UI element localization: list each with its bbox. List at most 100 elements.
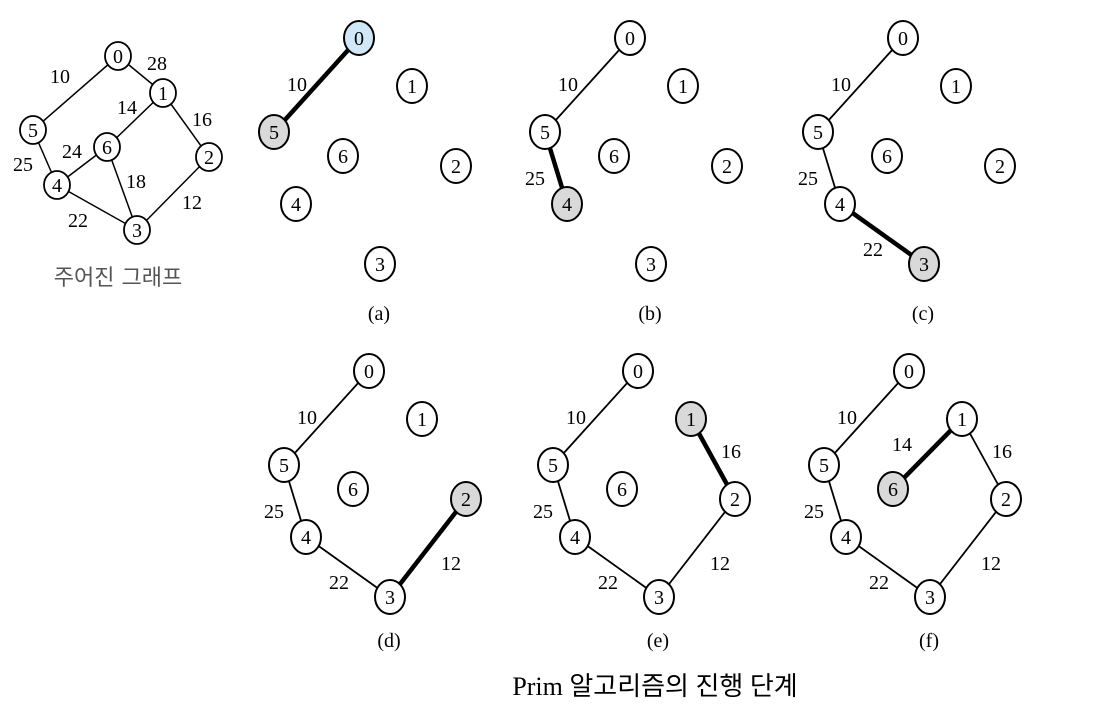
given-node-label-6: 6: [102, 137, 112, 159]
given-edge-weight-6-4: 24: [62, 141, 82, 163]
mst-edge-weight-0-5: 10: [297, 407, 317, 429]
mst-edge-4-3: [305, 536, 391, 598]
mst-edge-weight-3-2: 12: [981, 553, 1001, 575]
given-node-label-4: 4: [52, 175, 62, 197]
step-node-4: [551, 186, 583, 222]
mst-edge-weight-3-2: 12: [441, 553, 461, 575]
step-node-label-5: 5: [819, 455, 829, 477]
step-caption: (e): [647, 630, 669, 652]
step-node-5: [529, 114, 561, 150]
step-node-label-3: 3: [925, 587, 935, 609]
mst-edge-0-5: [272, 36, 361, 134]
step-node-label-4: 4: [562, 194, 572, 216]
step-node-label-6: 6: [888, 479, 898, 501]
given-node-4: [43, 170, 71, 200]
step-node-2: [440, 148, 472, 184]
step-node-1: [946, 401, 978, 437]
mst-edge-4-3: [845, 536, 931, 598]
given-edge-weight-0-1: 28: [147, 53, 167, 75]
given-edge-0-5: [32, 55, 119, 131]
given-edge-weight-0-5: 10: [50, 66, 70, 88]
given-node-label-1: 1: [158, 83, 168, 105]
mst-edge-3-2: [388, 497, 468, 599]
step-caption: (c): [912, 303, 934, 325]
given-edge-weight-1-6: 14: [117, 97, 137, 119]
step-node-3: [643, 579, 675, 615]
step-node-1: [675, 401, 707, 437]
mst-edge-weight-2-1: 16: [721, 441, 741, 463]
step-node-4: [824, 186, 856, 222]
step-node-label-3: 3: [919, 254, 929, 276]
mst-edge-weight-5-4: 25: [525, 168, 545, 190]
step-node-label-2: 2: [1001, 489, 1011, 511]
step-node-label-0: 0: [354, 28, 364, 50]
step-node-label-1: 1: [417, 409, 427, 431]
mst-edge-weight-5-4: 25: [533, 501, 553, 523]
step-node-1: [940, 68, 972, 104]
step-node-label-0: 0: [904, 361, 914, 383]
step-node-5: [537, 447, 569, 483]
given-edge-weight-6-3: 18: [126, 171, 146, 193]
step-node-5: [808, 447, 840, 483]
step-node-6: [877, 471, 909, 507]
step-node-label-2: 2: [722, 156, 732, 178]
step-node-label-5: 5: [269, 122, 279, 144]
step-node-2: [984, 148, 1016, 184]
step-node-4: [280, 186, 312, 222]
step-node-label-6: 6: [609, 146, 619, 168]
mst-edge-weight-4-3: 22: [869, 572, 889, 594]
step-node-label-4: 4: [841, 527, 851, 549]
step-caption: (b): [638, 303, 661, 325]
step-node-label-4: 4: [301, 527, 311, 549]
step-node-label-1: 1: [957, 409, 967, 431]
mst-edge-0-5: [817, 37, 904, 133]
step-node-label-1: 1: [951, 76, 961, 98]
given-node-label-0: 0: [113, 46, 123, 68]
step-node-2: [990, 481, 1022, 517]
mst-edge-0-5: [283, 370, 370, 466]
step-node-6: [606, 471, 638, 507]
step-node-label-3: 3: [646, 254, 656, 276]
step-node-label-5: 5: [548, 455, 558, 477]
step-node-3: [635, 246, 667, 282]
step-node-4: [559, 519, 591, 555]
step-node-label-1: 1: [678, 76, 688, 98]
step-node-4: [830, 519, 862, 555]
step-node-1: [396, 68, 428, 104]
step-caption: (a): [368, 303, 390, 325]
step-node-3: [908, 246, 940, 282]
step-caption: (f): [919, 630, 939, 652]
mst-edge-weight-5-4: 25: [264, 501, 284, 523]
mst-edge-weight-5-4: 25: [798, 168, 818, 190]
step-node-3: [374, 579, 406, 615]
given-node-1: [149, 78, 177, 108]
mst-edge-weight-0-5: 10: [831, 74, 851, 96]
given-node-0: [104, 41, 132, 71]
step-node-label-1: 1: [407, 76, 417, 98]
step-node-6: [598, 138, 630, 174]
step-node-label-3: 3: [385, 587, 395, 609]
mst-edge-0-5: [544, 37, 631, 133]
step-node-1: [667, 68, 699, 104]
step-node-0: [343, 20, 375, 56]
step-node-6: [327, 138, 359, 174]
step-node-6: [871, 138, 903, 174]
step-node-label-0: 0: [364, 361, 374, 383]
given-node-label-2: 2: [204, 147, 214, 169]
mst-edge-0-5: [552, 370, 639, 466]
step-caption: (d): [377, 630, 400, 652]
given-node-label-3: 3: [132, 220, 142, 242]
mst-edge-weight-0-5: 10: [837, 407, 857, 429]
step-node-label-6: 6: [348, 479, 358, 501]
step-node-label-1: 1: [686, 409, 696, 431]
step-node-label-6: 6: [617, 479, 627, 501]
step-node-5: [802, 114, 834, 150]
mst-edge-weight-2-1: 16: [992, 441, 1012, 463]
